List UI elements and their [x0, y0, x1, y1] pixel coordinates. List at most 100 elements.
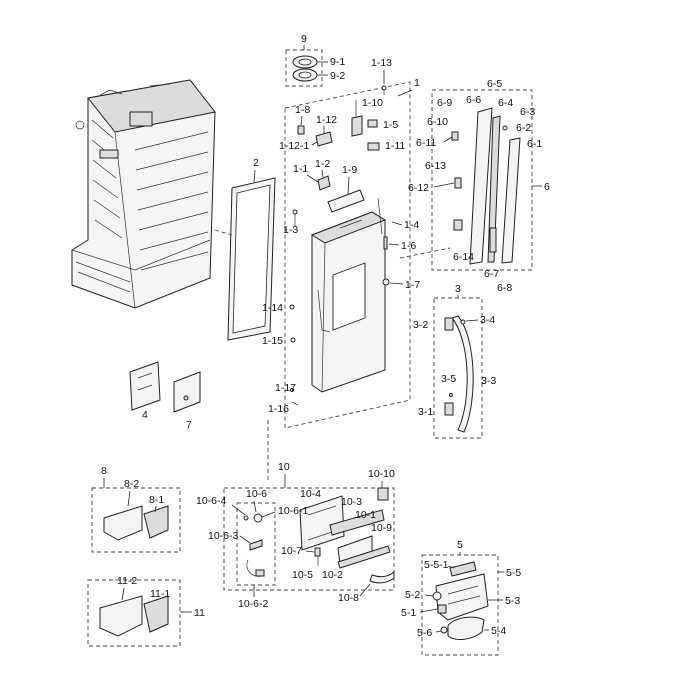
label-1-2: 1-2 — [315, 158, 330, 170]
label-5-2: 5-2 — [405, 589, 420, 601]
leader-5-5-1 — [447, 565, 455, 569]
label-5-6: 5-6 — [417, 627, 432, 639]
label-1-10: 1-10 — [362, 97, 383, 109]
label-10-4: 10-4 — [300, 488, 321, 500]
ice-maker-parts — [432, 561, 489, 640]
part-9-group — [285, 49, 323, 87]
leader-1-7 — [389, 282, 404, 285]
part-4-bracket — [129, 361, 161, 411]
part-10-6-outline — [236, 502, 276, 586]
label-10-6-4: 10-6-4 — [196, 495, 227, 507]
leader-10-8 — [359, 583, 371, 597]
label-1-9: 1-9 — [342, 164, 357, 176]
label-10-9: 10-9 — [371, 522, 392, 534]
dispenser-parts — [243, 487, 395, 584]
leader-1-9 — [347, 176, 350, 196]
label-10-6-1: 10-6-1 — [278, 505, 309, 517]
label-6-4: 6-4 — [498, 97, 513, 109]
label-10-10: 10-10 — [368, 468, 395, 480]
label-1-13: 1-13 — [371, 57, 392, 69]
label-8-2: 8-2 — [124, 478, 139, 490]
label-6-3: 6-3 — [520, 106, 535, 118]
leader-11-2 — [121, 587, 125, 601]
label-1-1: 1-1 — [293, 163, 308, 175]
label-6-12: 6-12 — [408, 182, 429, 194]
fridge-door-panel — [310, 211, 387, 393]
label-1-6: 1-6 — [401, 240, 416, 252]
part-3-outline — [433, 297, 483, 439]
gasket-dash-link — [214, 229, 233, 236]
label-3-1: 3-1 — [418, 406, 433, 418]
label-10-6-2: 10-6-2 — [238, 598, 269, 610]
leader-10-6 — [253, 500, 257, 513]
door-hinge-parts — [289, 85, 390, 406]
leader-10-7 — [305, 550, 315, 553]
label-1-17: 1-17 — [275, 382, 296, 394]
label-3-4: 3-4 — [480, 314, 495, 326]
leader-1-6 — [388, 243, 400, 246]
label-1-16: 1-16 — [268, 403, 289, 415]
label-1-5: 1-5 — [383, 119, 398, 131]
door-gasket — [227, 177, 276, 341]
label-10-1: 10-1 — [355, 509, 376, 521]
label-1-15: 1-15 — [262, 335, 283, 347]
label-6-2: 6-2 — [516, 122, 531, 134]
leader-1-12-1 — [311, 141, 318, 146]
label-1-12-1: 1-12-1 — [279, 140, 310, 152]
label-9: 9 — [301, 33, 307, 45]
leader-6-11 — [443, 136, 453, 143]
leader-10-6-4 — [231, 504, 246, 516]
part-8-outline — [91, 487, 181, 553]
label-11: 11 — [194, 607, 205, 619]
label-4: 4 — [142, 409, 148, 421]
label-10-3: 10-3 — [341, 496, 362, 508]
leader-5-1 — [419, 608, 439, 613]
label-11-2: 11-2 — [117, 575, 137, 587]
label-3: 3 — [455, 283, 461, 295]
label-9-2: 9-2 — [330, 70, 345, 82]
label-10-2: 10-2 — [322, 569, 343, 581]
label-5: 5 — [457, 539, 463, 551]
part-10-outline — [223, 487, 395, 591]
door-handle — [444, 315, 474, 433]
label-1-11: 1-11 — [385, 140, 405, 152]
part-8-door-bin — [103, 505, 169, 541]
label-11-1: 11-1 — [150, 588, 170, 600]
trim-dash-link — [399, 247, 451, 259]
label-6-13: 6-13 — [425, 160, 446, 172]
label-10-6: 10-6 — [246, 488, 267, 500]
label-6-1: 6-1 — [527, 138, 542, 150]
label-1: 1 — [414, 77, 420, 89]
leader-3-4 — [465, 319, 479, 322]
label-1-7: 1-7 — [405, 279, 420, 291]
label-1-3: 1-3 — [283, 224, 298, 236]
leader-2 — [253, 169, 256, 183]
label-5-1: 5-1 — [401, 607, 416, 619]
leader-1-2 — [321, 169, 324, 178]
label-2: 2 — [253, 157, 259, 169]
label-7: 7 — [186, 419, 192, 431]
label-6: 6 — [544, 181, 550, 193]
label-8-1: 8-1 — [149, 494, 164, 506]
label-6-5: 6-5 — [487, 78, 502, 90]
label-3-2: 3-2 — [413, 319, 428, 331]
leader-6-12 — [433, 182, 455, 188]
label-5-5-1: 5-5-1 — [424, 559, 449, 571]
part-11-door-bin — [99, 595, 169, 637]
label-3-5: 3-5 — [441, 373, 456, 385]
label-6-6: 6-6 — [466, 94, 481, 106]
leader-10-6-1 — [261, 511, 276, 518]
part-6-outline — [431, 89, 533, 271]
leader-1-1 — [306, 174, 319, 183]
label-1-4: 1-4 — [404, 219, 419, 231]
leader-10-6-3 — [239, 535, 251, 544]
label-10-6-3: 10-6-3 — [208, 530, 239, 542]
door-trim-bars — [451, 107, 521, 265]
label-6-11: 6-11 — [416, 137, 436, 149]
label-6-10: 6-10 — [427, 116, 448, 128]
label-3-3: 3-3 — [481, 375, 496, 387]
leader-1-4 — [391, 221, 403, 226]
label-6-7: 6-7 — [484, 268, 499, 280]
leader-1 — [397, 89, 413, 97]
